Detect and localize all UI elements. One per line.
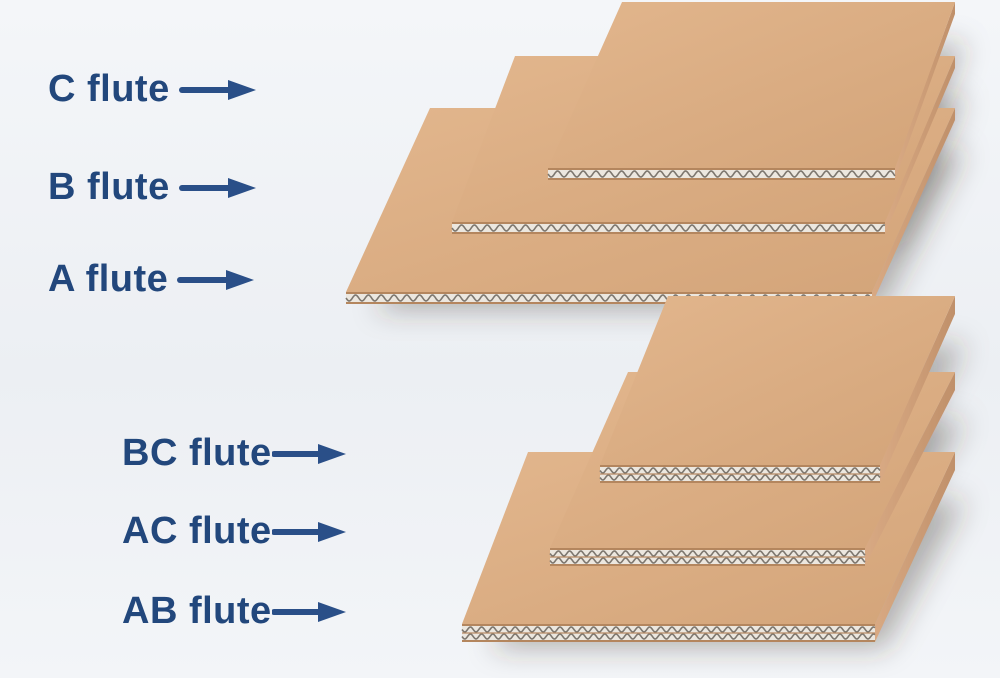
board-a-flute-side (872, 108, 955, 304)
label-ab-flute: AB flute (122, 590, 348, 633)
label-c-flute-text: C flute (48, 68, 170, 110)
board-b-flute-side (885, 56, 955, 234)
label-c-flute: C flute (48, 68, 258, 111)
board-c-flute (547, 2, 955, 180)
label-b-flute: B flute (48, 166, 258, 209)
board-c-flute-top (548, 2, 955, 168)
board-ac-flute-side (865, 372, 955, 566)
board-c-flute-side (895, 2, 955, 180)
label-a-flute: A flute (48, 258, 256, 301)
arrow-right-icon (271, 601, 346, 622)
board-c-flute-flute-edge (547, 168, 896, 180)
label-ac-flute: AC flute (122, 510, 348, 553)
arrow-right-icon (178, 177, 256, 198)
label-b-flute-text: B flute (48, 166, 170, 208)
label-ac-flute-text: AC flute (122, 510, 272, 552)
board-b-flute-flute-edge (451, 222, 886, 234)
label-a-flute-text: A flute (48, 258, 169, 300)
board-bc-flute-side (880, 296, 955, 483)
board-bc-flute-flute-edge (599, 465, 881, 483)
label-bc-flute: BC flute (122, 432, 348, 475)
board-ab-flute-flute-edge (461, 624, 876, 642)
label-bc-flute-text: BC flute (122, 432, 272, 474)
board-stacks (345, 2, 955, 642)
board-bc-flute (599, 296, 955, 483)
board-ab-flute-side (875, 452, 955, 642)
arrow-right-icon (271, 443, 346, 464)
label-ab-flute-text: AB flute (122, 590, 272, 632)
arrow-right-icon (271, 521, 346, 542)
arrow-right-icon (177, 269, 255, 290)
arrow-right-icon (178, 79, 256, 100)
board-ac-flute-flute-edge (549, 548, 866, 566)
board-bc-flute-top (600, 296, 955, 465)
